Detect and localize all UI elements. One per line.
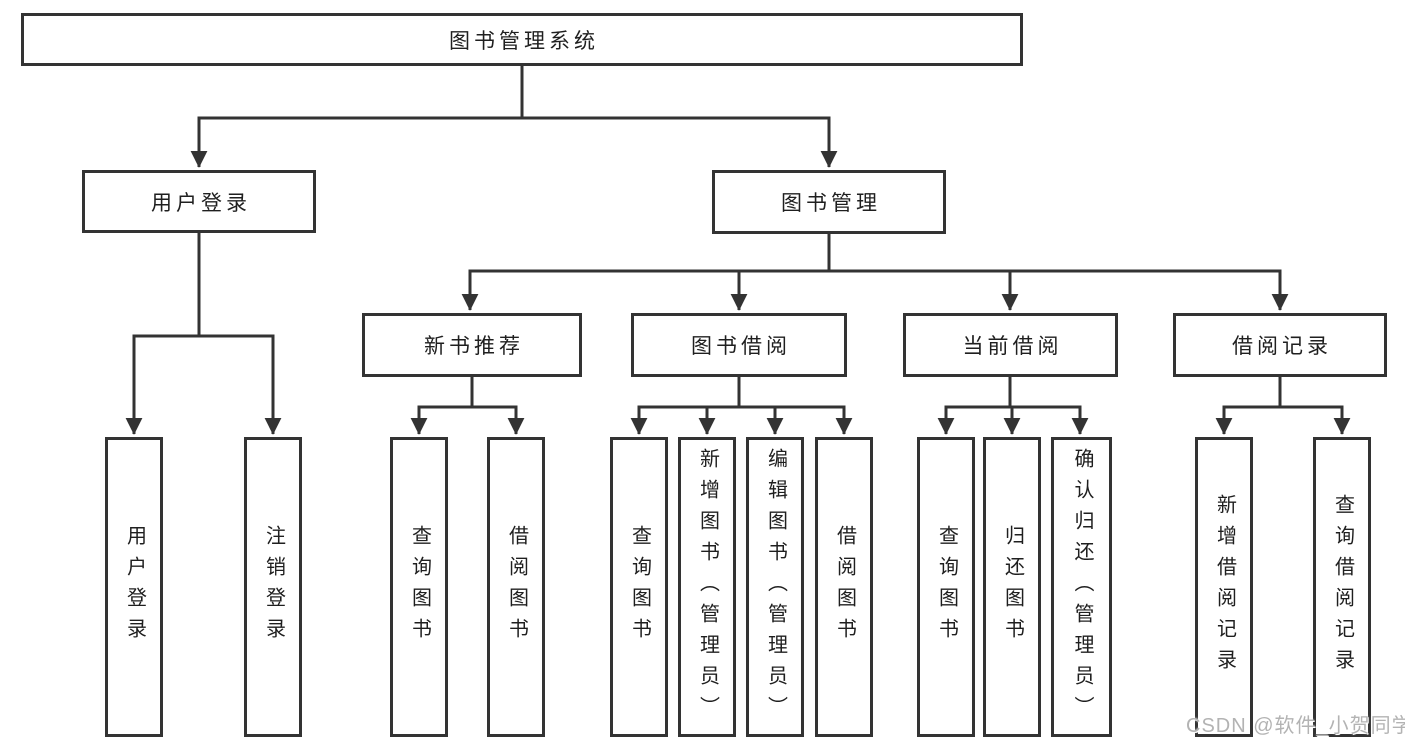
node-book-borrowing-label: 图书借阅 — [691, 335, 791, 358]
leaf-bb-edit-book-admin-label: 编辑图书（管理员） — [764, 447, 787, 727]
leaf-br-query-record: 查询借阅记录 — [1313, 437, 1371, 737]
watermark: CSDN @软件_小贺同学 — [1186, 715, 1405, 737]
leaf-cb-return-books: 归还图书 — [983, 437, 1041, 737]
leaf-bb-borrow-books-label: 借阅图书 — [833, 525, 856, 649]
leaf-nb-borrow-books-label: 借阅图书 — [505, 525, 528, 649]
node-new-book-recommendation: 新书推荐 — [362, 313, 582, 377]
leaf-nb-query-books: 查询图书 — [390, 437, 448, 737]
leaf-cb-return-books-label: 归还图书 — [1001, 525, 1024, 649]
node-user-login-label: 用户登录 — [151, 191, 251, 215]
node-book-management-label: 图书管理 — [781, 192, 881, 215]
node-root: 图书管理系统 — [21, 13, 1023, 66]
leaf-cb-confirm-return-admin: 确认归还（管理员） — [1051, 437, 1112, 737]
leaf-br-add-record: 新增借阅记录 — [1195, 437, 1253, 737]
node-current-borrowing-label: 当前借阅 — [962, 335, 1063, 358]
leaf-bb-add-book-admin: 新增图书（管理员） — [678, 437, 736, 737]
leaf-bb-query-books-label: 查询图书 — [628, 525, 651, 649]
node-user-login: 用户登录 — [82, 170, 316, 233]
leaf-bb-borrow-books: 借阅图书 — [815, 437, 873, 737]
leaf-cb-query-books-label: 查询图书 — [935, 525, 958, 649]
leaf-bb-edit-book-admin: 编辑图书（管理员） — [746, 437, 804, 737]
leaf-logout-label: 注销登录 — [262, 525, 285, 649]
leaf-user-login: 用户登录 — [105, 437, 163, 737]
leaf-br-query-record-label: 查询借阅记录 — [1331, 494, 1354, 680]
leaf-cb-confirm-return-admin-label: 确认归还（管理员） — [1071, 447, 1093, 727]
leaf-user-login-label: 用户登录 — [123, 525, 146, 649]
node-borrowing-records: 借阅记录 — [1173, 313, 1387, 377]
leaf-bb-add-book-admin-label: 新增图书（管理员） — [696, 447, 719, 727]
leaf-nb-query-books-label: 查询图书 — [408, 525, 431, 649]
node-book-borrowing: 图书借阅 — [631, 313, 847, 377]
leaf-br-add-record-label: 新增借阅记录 — [1213, 494, 1236, 680]
leaf-nb-borrow-books: 借阅图书 — [487, 437, 545, 737]
node-new-book-recommendation-label: 新书推荐 — [424, 335, 524, 358]
leaf-bb-query-books: 查询图书 — [610, 437, 668, 737]
leaf-logout: 注销登录 — [244, 437, 302, 737]
node-current-borrowing: 当前借阅 — [903, 313, 1118, 377]
node-root-label: 图书管理系统 — [449, 29, 599, 53]
node-book-management: 图书管理 — [712, 170, 946, 234]
leaf-cb-query-books: 查询图书 — [917, 437, 975, 737]
node-borrowing-records-label: 借阅记录 — [1232, 335, 1332, 358]
